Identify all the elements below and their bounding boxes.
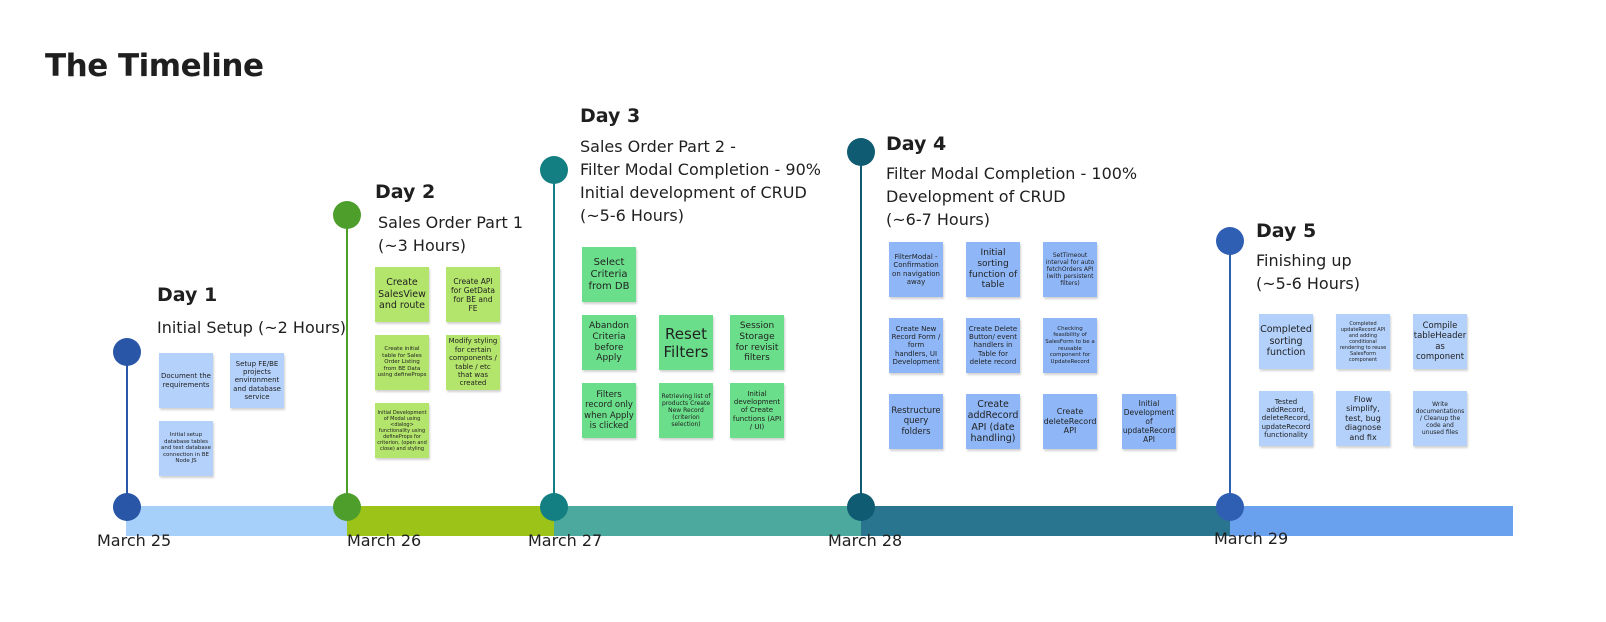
sticky-note: Flow simplify, test, bug diagnose and fi… — [1336, 391, 1390, 446]
day-3-bar-dot — [540, 493, 568, 521]
day-2-stem — [346, 215, 348, 507]
day-5-title: Day 5 — [1256, 220, 1317, 242]
sticky-note: Tested addRecord, deleteRecord, updateRe… — [1259, 391, 1313, 446]
page-title: The Timeline — [45, 48, 264, 84]
day-3-marker — [540, 156, 568, 184]
day-1-description: Initial Setup (~2 Hours) — [157, 316, 346, 339]
day-4-description-line: Development of CRUD — [886, 187, 1066, 206]
day-2-description-line: Sales Order Part 1 — [378, 213, 524, 232]
sticky-note: Select Criteria from DB — [582, 247, 636, 302]
day-1-description-line: Initial Setup (~2 Hours) — [157, 318, 347, 337]
sticky-note: Abandon Criteria before Apply — [582, 315, 636, 370]
timeline-segment-1 — [126, 506, 347, 536]
day-5-stem — [1229, 241, 1231, 507]
sticky-note: Initial Development of updateRecord API — [1122, 394, 1176, 449]
sticky-note: Modify styling for certain components / … — [446, 335, 500, 390]
sticky-note: Session Storage for revisit filters — [730, 315, 784, 370]
timeline-segment-4 — [861, 506, 1230, 536]
sticky-note: Create initial table for Sales Order Lis… — [375, 335, 429, 390]
day-3-description-line: (~5-6 Hours) — [580, 206, 684, 225]
day-3-description-line: Sales Order Part 2 - — [580, 137, 736, 156]
day-3-title: Day 3 — [580, 105, 641, 127]
sticky-note: Write documentations / Cleanup the code … — [1413, 391, 1467, 446]
sticky-note: Filters record only when Apply is clicke… — [582, 383, 636, 438]
day-5-date: March 29 — [1214, 529, 1289, 548]
day-3-stem — [553, 170, 555, 507]
sticky-note: Create New Record Form / form handlers, … — [889, 318, 943, 373]
sticky-note: Initial development of Create functions … — [730, 383, 784, 438]
day-5-description: Finishing up (~5-6 Hours) — [1256, 249, 1360, 295]
sticky-note: Initial setup database tables and test d… — [159, 421, 213, 476]
timeline-segment-5 — [1230, 506, 1513, 536]
sticky-note: Compile tableHeader as component — [1413, 314, 1467, 369]
sticky-note: Create API for GetData for BE and FE — [446, 267, 500, 322]
day-5-description-line: (~5-6 Hours) — [1256, 274, 1360, 293]
day-4-stem — [860, 152, 862, 507]
day-2-bar-dot — [333, 493, 361, 521]
sticky-note: Create addRecord API (date handling) — [966, 394, 1020, 449]
sticky-note: Document the requirements — [159, 353, 213, 408]
sticky-note: Setup FE/BE projects environment and dat… — [230, 353, 284, 408]
sticky-note: Create SalesView and route — [375, 267, 429, 322]
day-2-description-line: (~3 Hours) — [378, 236, 467, 255]
day-3-date: March 27 — [528, 531, 603, 550]
sticky-note: Completed updateRecord API and adding co… — [1336, 314, 1390, 369]
sticky-note: Reset Filters — [659, 315, 713, 370]
day-4-description: Filter Modal Completion - 100% Developme… — [886, 162, 1137, 231]
day-2-marker — [333, 201, 361, 229]
day-1-title: Day 1 — [157, 284, 218, 306]
sticky-note: Initial Development of Modal using <dial… — [375, 403, 429, 458]
day-3-description-line: Filter Modal Completion - 90% — [580, 160, 821, 179]
day-3-description-line: Initial development of CRUD — [580, 183, 807, 202]
day-1-stem — [126, 352, 128, 507]
day-2-date: March 26 — [347, 531, 422, 550]
sticky-note: Create Delete Button/ event handlers in … — [966, 318, 1020, 373]
sticky-note: Completed sorting function — [1259, 314, 1313, 369]
day-5-description-line: Finishing up — [1256, 251, 1352, 270]
day-5-marker — [1216, 227, 1244, 255]
sticky-note: Checking feasibility of SalesForm to be … — [1043, 318, 1097, 373]
sticky-note: SetTimeout interval for auto fetchOrders… — [1043, 242, 1097, 297]
day-4-description-line: Filter Modal Completion - 100% — [886, 164, 1138, 183]
timeline-segment-2 — [347, 506, 554, 536]
sticky-note: FilterModal - Confirmation on navigation… — [889, 242, 943, 297]
sticky-note: Initial sorting function of table — [966, 242, 1020, 297]
day-4-description-line: (~6-7 Hours) — [886, 210, 990, 229]
day-4-marker — [847, 138, 875, 166]
day-4-date: March 28 — [828, 531, 903, 550]
sticky-note: Restructure query folders — [889, 394, 943, 449]
sticky-note: Retrieving list of products Create New R… — [659, 383, 713, 438]
day-5-bar-dot — [1216, 493, 1244, 521]
day-4-title: Day 4 — [886, 133, 947, 155]
day-2-description: Sales Order Part 1 (~3 Hours) — [378, 211, 523, 257]
day-4-bar-dot — [847, 493, 875, 521]
day-1-date: March 25 — [97, 531, 172, 550]
day-2-title: Day 2 — [375, 181, 436, 203]
timeline-segment-3 — [554, 506, 861, 536]
sticky-note: Create deleteRecord API — [1043, 394, 1097, 449]
day-3-description: Sales Order Part 2 - Filter Modal Comple… — [580, 135, 821, 227]
day-1-marker — [113, 338, 141, 366]
day-1-bar-dot — [113, 493, 141, 521]
